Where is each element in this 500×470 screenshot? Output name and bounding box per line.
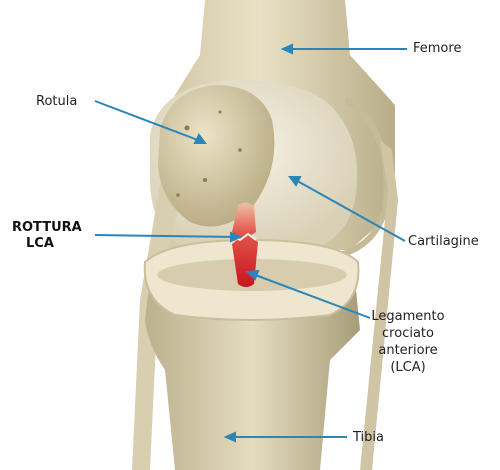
label-rotula: Rotula (36, 94, 77, 109)
label-legamento-line3: anteriore (368, 343, 448, 358)
label-cartilagine: Cartilagine (408, 234, 479, 249)
label-rottura-line1: ROTTURA (12, 220, 82, 235)
label-femore: Femore (413, 41, 461, 56)
label-legamento-line2: crociato (368, 326, 448, 341)
label-rottura-line2: LCA (26, 236, 54, 251)
label-legamento-line4: (LCA) (368, 360, 448, 375)
label-legamento-line1: Legamento (368, 309, 448, 324)
label-tibia: Tibia (353, 430, 384, 445)
